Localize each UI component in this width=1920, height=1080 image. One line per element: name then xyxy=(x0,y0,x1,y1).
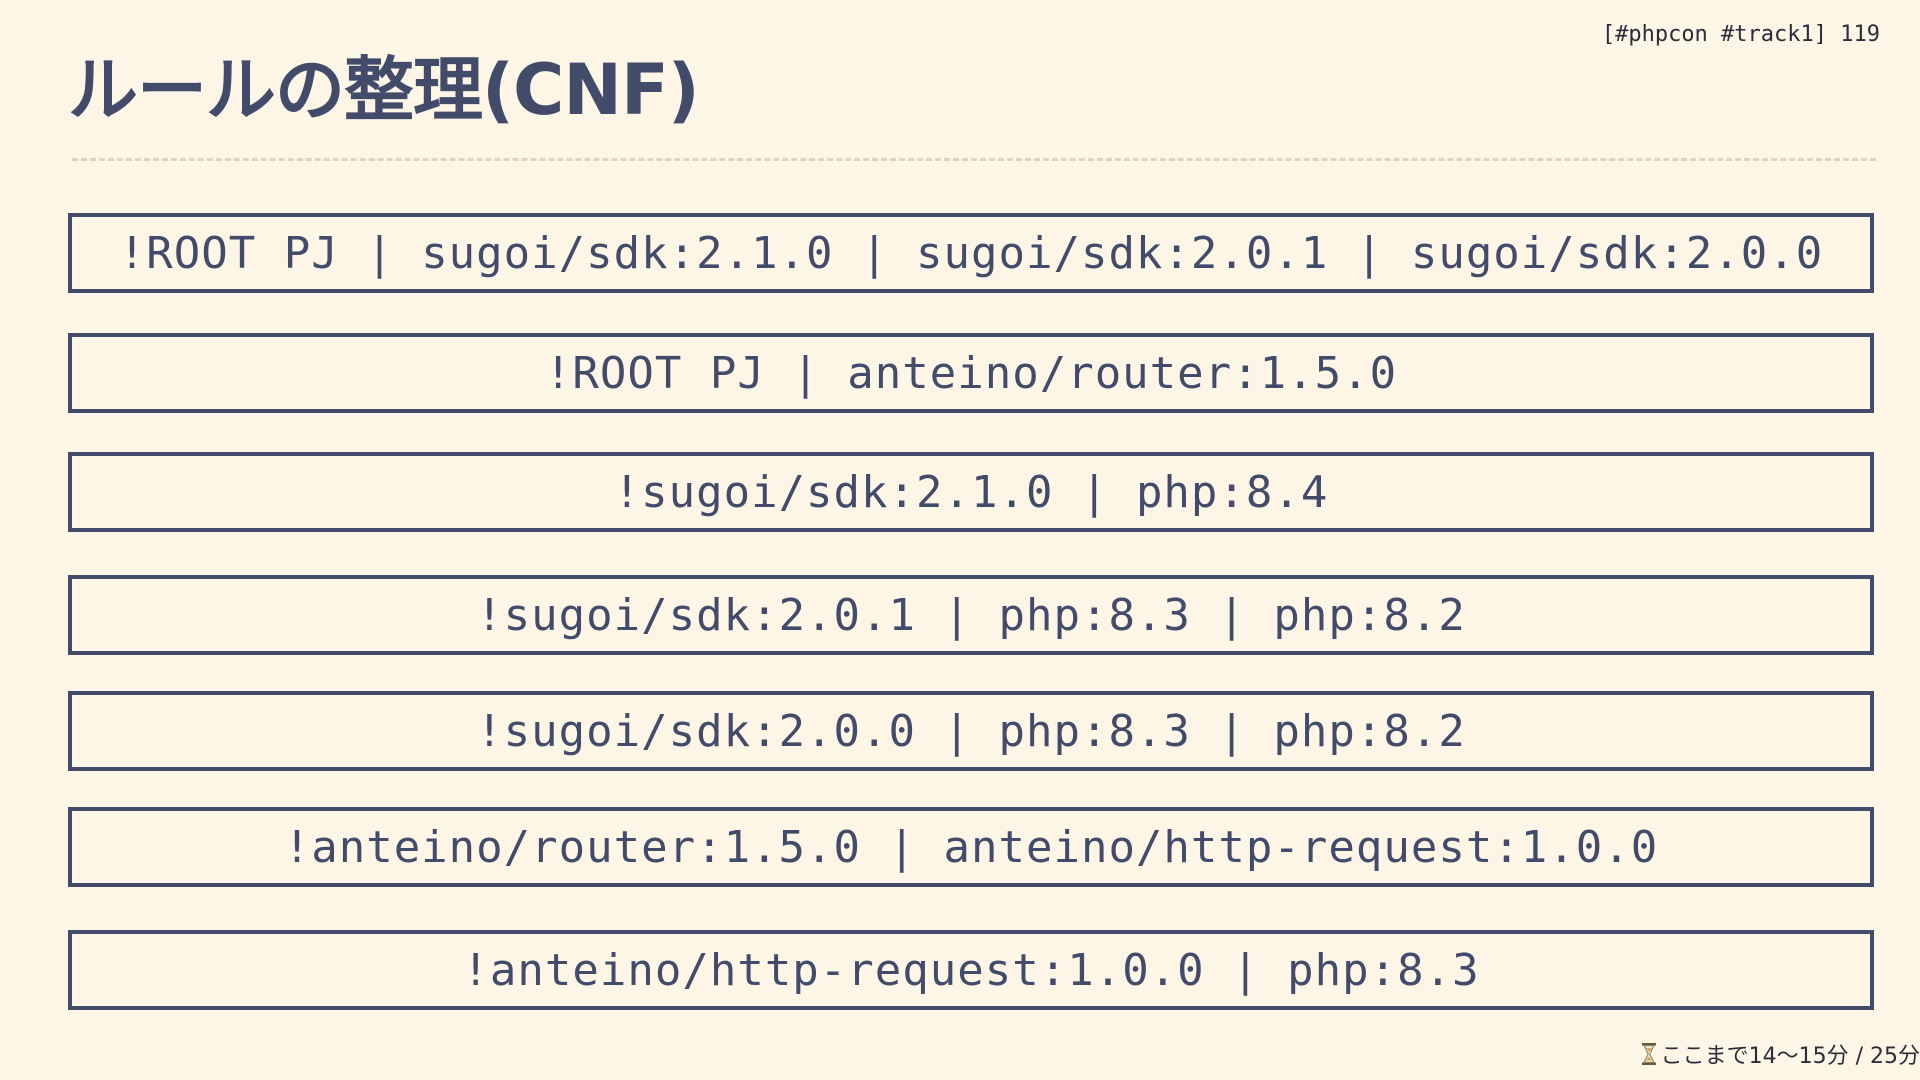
timer-text: ここまで14〜15分 / 25分 xyxy=(1660,1044,1920,1069)
rule-box: !sugoi/sdk:2.1.0 | php:8.4 xyxy=(68,452,1874,532)
rule-box: !anteino/http-request:1.0.0 | php:8.3 xyxy=(68,930,1874,1010)
rule-box: !sugoi/sdk:2.0.0 | php:8.3 | php:8.2 xyxy=(68,691,1874,771)
rule-box: !ROOT PJ | anteino/router:1.5.0 xyxy=(68,333,1874,413)
hourglass-icon xyxy=(1641,1043,1657,1065)
rule-box: !anteino/router:1.5.0 | anteino/http-req… xyxy=(68,807,1874,887)
slide-header-tag: [#phpcon #track1] 119 xyxy=(1601,22,1880,47)
rule-box: !sugoi/sdk:2.0.1 | php:8.3 | php:8.2 xyxy=(68,575,1874,655)
rule-box: !ROOT PJ | sugoi/sdk:2.1.0 | sugoi/sdk:2… xyxy=(68,213,1874,293)
timer-footer: ここまで14〜15分 / 25分 xyxy=(1641,1038,1920,1070)
title-divider xyxy=(72,158,1876,161)
page-title: ルールの整理(CNF) xyxy=(68,49,700,131)
